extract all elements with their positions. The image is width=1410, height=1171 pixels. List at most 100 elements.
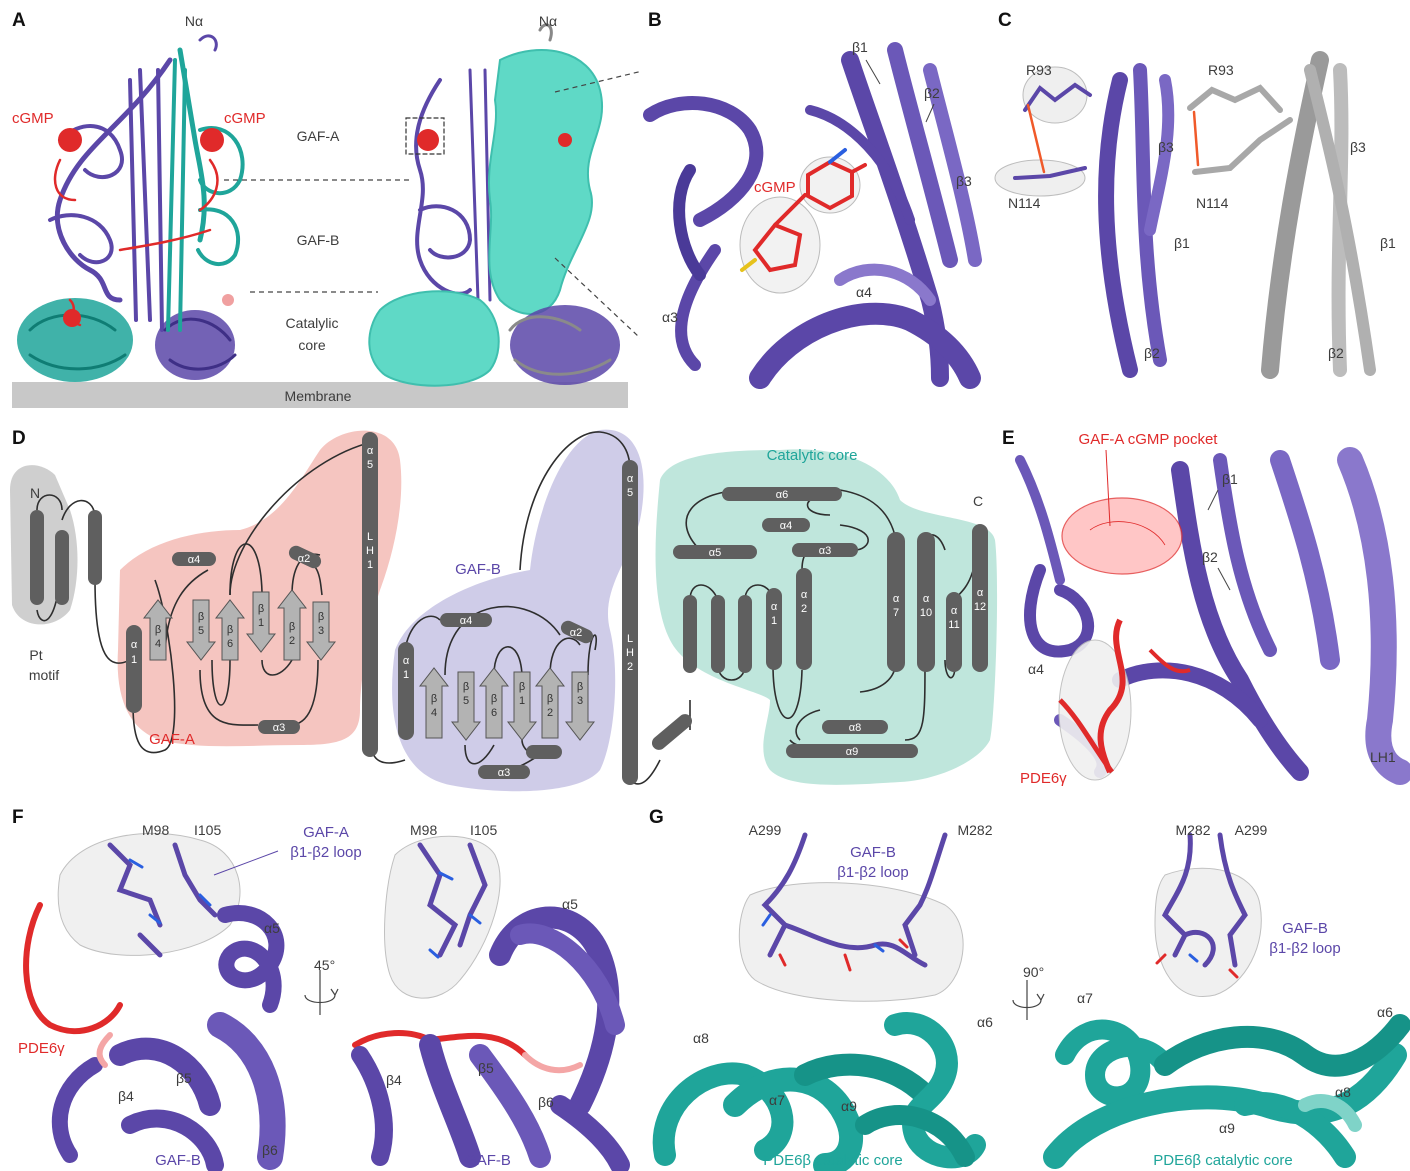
panel-c-graphic: R93 N114 β3 β1 β2 R93 N114 β3 β1 β2	[990, 0, 1410, 410]
n-alpha-right-label: Nα	[539, 13, 557, 29]
f-gafb-right-label: GAF-B	[465, 1152, 511, 1169]
cgmp-left-label: cGMP	[12, 110, 54, 127]
svg-text:α3: α3	[498, 767, 510, 779]
f-m98-right-label: M98	[410, 822, 437, 838]
f-right-structure	[355, 836, 620, 1165]
svg-text:6: 6	[491, 707, 497, 719]
c-beta1-right-label: β1	[1380, 235, 1396, 251]
svg-text:5: 5	[627, 487, 633, 499]
pt-motif-label-line2: motif	[29, 667, 59, 683]
e-beta1-label: β1	[1222, 471, 1238, 487]
svg-text:12: 12	[974, 601, 986, 613]
f-alpha5-left-label: α5	[264, 920, 280, 936]
svg-text:α3: α3	[819, 545, 831, 557]
f-beta4-left-label: β4	[118, 1088, 134, 1104]
svg-text:β: β	[155, 624, 161, 636]
svg-text:α: α	[801, 589, 808, 601]
c-beta2-right-label: β2	[1328, 345, 1344, 361]
svg-text:α: α	[403, 655, 410, 667]
svg-text:α4: α4	[188, 554, 200, 566]
f-loop-label-line1: GAF-A	[303, 824, 349, 841]
g-m282-right-label: M282	[1175, 822, 1210, 838]
svg-text:α: α	[627, 473, 634, 485]
panel-label-c: C	[998, 10, 1012, 32]
panel-c: C R93 N114 β3 β1 β2 R93 N114 β3 β	[990, 0, 1410, 410]
svg-text:β: β	[318, 611, 324, 623]
svg-text:4: 4	[431, 707, 437, 719]
svg-text:α: α	[367, 445, 374, 457]
panel-label-d: D	[12, 428, 26, 450]
b-beta3-label: β3	[956, 173, 972, 189]
svg-text:β: β	[431, 693, 437, 705]
c-n114-left-label: N114	[1008, 195, 1041, 211]
svg-text:L: L	[627, 633, 633, 645]
svg-text:β: β	[289, 621, 295, 633]
b-beta1-label: β1	[852, 39, 868, 55]
svg-text:11: 11	[948, 619, 959, 631]
c-right-structure	[1190, 60, 1370, 370]
f-gafb-left-label: GAF-B	[155, 1152, 201, 1169]
panel-b: B β1 β2 β3 cGMP α3 α4	[640, 0, 985, 410]
svg-text:2: 2	[627, 661, 633, 673]
c-terminus-label: C	[973, 493, 983, 509]
g-rotation-label: 90°	[1023, 964, 1044, 980]
g-m282-left-label: M282	[957, 822, 992, 838]
panel-label-e: E	[1002, 428, 1015, 450]
gaf-b-region-label: GAF-B	[455, 561, 501, 578]
linker-helix	[649, 711, 695, 753]
svg-text:α: α	[893, 593, 900, 605]
g-alpha6-left-label: α6	[977, 1014, 993, 1030]
svg-text:α: α	[131, 639, 138, 651]
svg-text:4: 4	[155, 638, 161, 650]
svg-text:α: α	[977, 587, 984, 599]
g-alpha6-right-label: α6	[1377, 1004, 1393, 1020]
svg-text:α9: α9	[846, 746, 858, 758]
gaf-b-label: GAF-B	[297, 232, 340, 248]
g-alpha9-right-label: α9	[1219, 1120, 1235, 1136]
gaf-a-region-label: GAF-A	[149, 731, 195, 748]
panel-e: E GAF-A cGMP pocket β1 β2 α4 PDE6γ LH1	[1000, 420, 1410, 800]
f-beta4-right-label: β4	[386, 1072, 402, 1088]
svg-text:7: 7	[893, 607, 899, 619]
f-alpha5-right-label: α5	[562, 896, 578, 912]
svg-text:α2: α2	[298, 553, 310, 565]
svg-text:3: 3	[577, 695, 583, 707]
n-terminus-label: N	[30, 485, 40, 501]
right-dimer-structure	[369, 25, 620, 386]
e-alpha4-label: α4	[1028, 661, 1044, 677]
g-loop-right-line2: β1-β2 loop	[1269, 940, 1340, 957]
f-i105-left-label: I105	[194, 822, 221, 838]
c-r93-right-label: R93	[1208, 62, 1234, 78]
svg-text:1: 1	[367, 559, 373, 571]
svg-text:α8: α8	[849, 722, 861, 734]
svg-text:α5: α5	[709, 547, 721, 559]
g-alpha8-right-label: α8	[1335, 1084, 1351, 1100]
g-core-right-label: PDE6β catalytic core	[1153, 1152, 1293, 1169]
topology-diagram: N Pt motif α 1 α4 α2 α3 β 4	[0, 420, 1000, 800]
panel-a: A Membrane Nα cGMP	[0, 0, 640, 410]
g-a299-right-label: A299	[1235, 822, 1268, 838]
svg-text:β: β	[577, 681, 583, 693]
c-n114-right-label: N114	[1196, 195, 1229, 211]
g-alpha8-left-label: α8	[693, 1030, 709, 1046]
svg-text:β: β	[463, 681, 469, 693]
c-r93-left-label: R93	[1026, 62, 1052, 78]
cgmp-pocket-mesh	[1062, 498, 1182, 574]
f-beta6-right-label: β6	[538, 1094, 554, 1110]
g-right-structure	[1055, 835, 1400, 1157]
cgmp-right-label: cGMP	[224, 110, 266, 127]
svg-text:1: 1	[258, 617, 264, 629]
c-beta3-right-label: β3	[1350, 139, 1366, 155]
svg-text:H: H	[626, 647, 634, 659]
svg-text:1: 1	[131, 654, 137, 666]
svg-text:6: 6	[227, 638, 233, 650]
svg-text:β: β	[491, 693, 497, 705]
svg-text:1: 1	[519, 695, 525, 707]
b-alpha3-label: α3	[662, 309, 678, 325]
svg-text:1: 1	[771, 615, 777, 627]
f-i105-right-label: I105	[470, 822, 497, 838]
g-alpha7-right-label: α7	[1077, 990, 1093, 1006]
panel-b-graphic: β1 β2 β3 cGMP α3 α4	[640, 0, 985, 410]
panel-g: G A299 M282 GAF-B β1-β2 loop α8 α7 α9 α6…	[645, 805, 1410, 1171]
f-beta5-left-label: β5	[176, 1070, 192, 1086]
